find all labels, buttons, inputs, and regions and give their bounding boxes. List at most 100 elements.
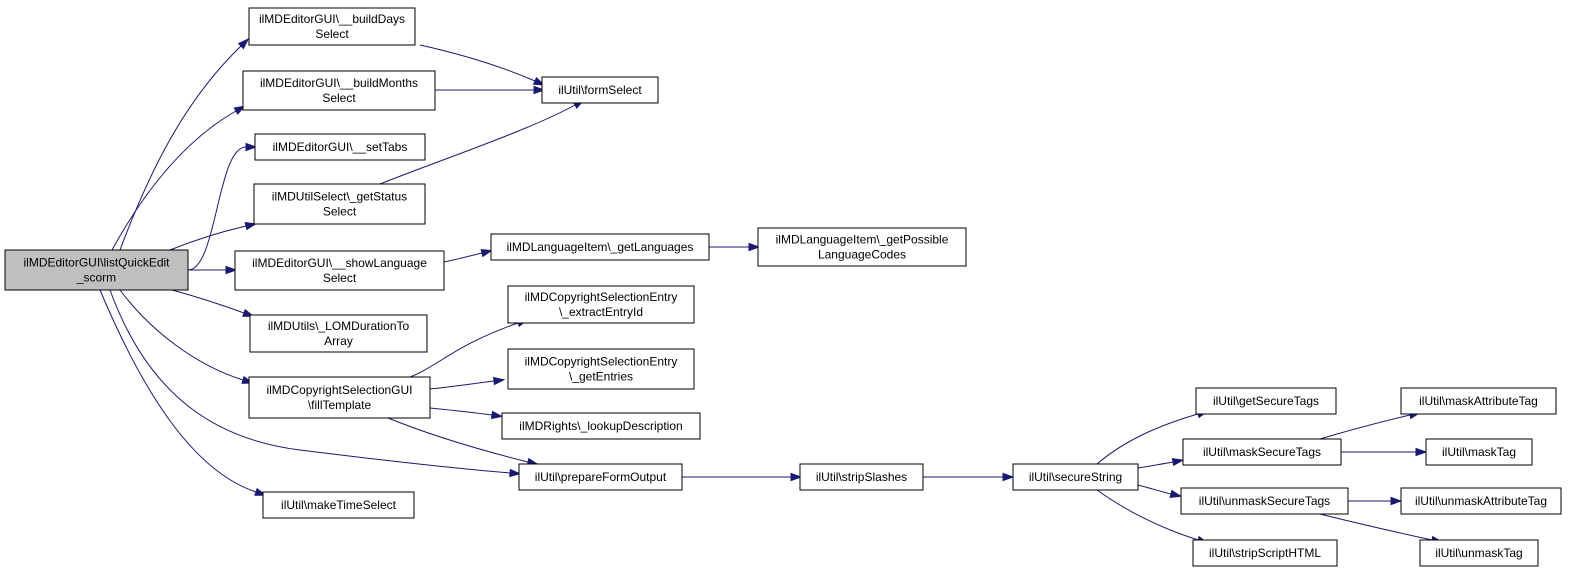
node-box[interactable] (262, 491, 415, 519)
edge-line (109, 289, 511, 474)
node-label: ilMDCopyrightSelectionEntry (525, 290, 678, 304)
node-label: \_extractEntryId (559, 305, 643, 319)
graph-node[interactable]: ilMDCopyrightSelectionGUI\fillTemplate (248, 376, 431, 419)
node-box[interactable] (799, 463, 924, 491)
node-box[interactable] (757, 227, 967, 267)
edge-n20-n24 (1347, 496, 1403, 506)
node-label: ilMDEditorGUI\listQuickEdit (23, 256, 170, 270)
node-box[interactable] (253, 183, 426, 225)
node-box[interactable] (1192, 539, 1338, 567)
node-box[interactable] (249, 314, 428, 353)
arrowhead-icon (237, 38, 250, 50)
root-node-box[interactable] (4, 249, 189, 291)
node-box[interactable] (490, 233, 710, 261)
node-box[interactable] (501, 412, 701, 440)
edge-n7-n14 (429, 407, 504, 420)
node-label: ilMDLanguageItem\_getLanguages (507, 240, 694, 254)
node-label: ilMDUtilSelect\_getStatus (272, 190, 407, 204)
graph-node[interactable]: ilMDEditorGUI\__setTabs (254, 133, 426, 161)
edge-line (409, 322, 519, 378)
graph-node[interactable]: ilUtil\getSecureTags (1195, 387, 1337, 415)
graph-node[interactable]: ilUtil\prepareFormOutput (518, 463, 683, 491)
node-label: ilUtil\unmaskAttributeTag (1415, 494, 1547, 508)
node-box[interactable] (541, 76, 659, 104)
edge-line (1137, 484, 1172, 495)
edge-line (187, 146, 247, 271)
arrowhead-icon (1390, 496, 1403, 506)
nodes-layer: ilMDEditorGUI\listQuickEdit_scormilMDEdi… (4, 7, 1562, 567)
edge-n0-n5 (188, 265, 238, 275)
edge-n15-n16 (682, 472, 803, 482)
graph-node[interactable]: ilMDLanguageItem\_getPossibleLanguageCod… (757, 227, 967, 267)
edge-n17-n19 (1137, 457, 1185, 469)
node-label: ilUtil\secureString (1029, 470, 1122, 484)
graph-node[interactable]: ilMDCopyrightSelectionEntry\_extractEntr… (507, 285, 695, 324)
node-box[interactable] (248, 376, 431, 419)
graph-node[interactable]: ilMDLanguageItem\_getLanguages (490, 233, 710, 261)
node-box[interactable] (1400, 487, 1562, 515)
arrowhead-icon (493, 376, 506, 386)
edge-n20-n25 (1319, 513, 1444, 544)
node-label: ilUtil\unmaskSecureTags (1199, 494, 1330, 508)
edge-n0-n2 (111, 105, 247, 251)
graph-node[interactable]: ilUtil\stripSlashes (799, 463, 924, 491)
node-box[interactable] (242, 70, 436, 111)
edge-n16-n17 (923, 472, 1015, 482)
node-box[interactable] (1419, 539, 1539, 567)
edge-n0-n3 (187, 142, 258, 271)
edge-n0-n4 (169, 222, 258, 251)
node-box[interactable] (507, 285, 695, 324)
graph-node[interactable]: ilUtil\maskTag (1425, 438, 1533, 466)
node-box[interactable] (1195, 387, 1337, 415)
arrowhead-icon (225, 265, 238, 275)
graph-node[interactable]: ilUtil\maskSecureTags (1182, 438, 1342, 466)
node-box[interactable] (1012, 463, 1139, 491)
graph-node[interactable]: ilUtil\makeTimeSelect (262, 491, 415, 519)
edge-line (1137, 461, 1174, 469)
edge-n19-n22 (1319, 411, 1422, 440)
graph-node[interactable]: ilUtil\maskAttributeTag (1400, 387, 1557, 415)
node-label: ilUtil\prepareFormOutput (535, 470, 667, 484)
graph-node[interactable]: ilMDEditorGUI\listQuickEdit_scorm (4, 249, 189, 291)
node-label: ilMDLanguageItem\_getPossible (776, 233, 949, 247)
node-box[interactable] (1400, 387, 1557, 415)
node-box[interactable] (1180, 487, 1349, 515)
graph-node[interactable]: ilUtil\formSelect (541, 76, 659, 104)
edge-n10-n11 (709, 242, 761, 252)
node-box[interactable] (248, 7, 416, 46)
node-label: _scorm (76, 271, 116, 285)
graph-node[interactable]: ilMDRights\_lookupDescription (501, 412, 701, 440)
node-label: ilUtil\maskSecureTags (1203, 445, 1321, 459)
edge-line (1319, 513, 1433, 541)
graph-node[interactable]: ilUtil\unmaskTag (1419, 539, 1539, 567)
node-box[interactable] (1425, 438, 1533, 466)
graph-node[interactable]: ilUtil\stripScriptHTML (1192, 539, 1338, 567)
edge-line (171, 289, 245, 314)
edge-line (119, 45, 242, 251)
node-label: ilUtil\makeTimeSelect (281, 498, 397, 512)
node-box[interactable] (1182, 438, 1342, 466)
graph-node[interactable]: ilMDCopyrightSelectionEntry\_getEntries (507, 348, 695, 390)
node-box[interactable] (254, 133, 426, 161)
node-label: ilMDEditorGUI\__showLanguage (252, 256, 427, 270)
arrowhead-icon (1169, 489, 1183, 498)
node-box[interactable] (234, 250, 445, 291)
node-box[interactable] (518, 463, 683, 491)
edge-line (429, 407, 493, 416)
node-label: Select (315, 27, 349, 41)
graph-node[interactable]: ilUtil\unmaskAttributeTag (1400, 487, 1562, 515)
node-label: ilMDCopyrightSelectionEntry (525, 355, 678, 369)
edge-n1-n9 (419, 44, 546, 86)
edge-line (419, 44, 536, 82)
graph-node[interactable]: ilUtil\unmaskSecureTags (1180, 487, 1349, 515)
graph-node[interactable]: ilUtil\secureString (1012, 463, 1139, 491)
edge-n0-n1 (119, 38, 250, 251)
edge-n0-n8 (99, 289, 267, 496)
node-box[interactable] (507, 348, 695, 390)
edge-line (1319, 414, 1411, 440)
